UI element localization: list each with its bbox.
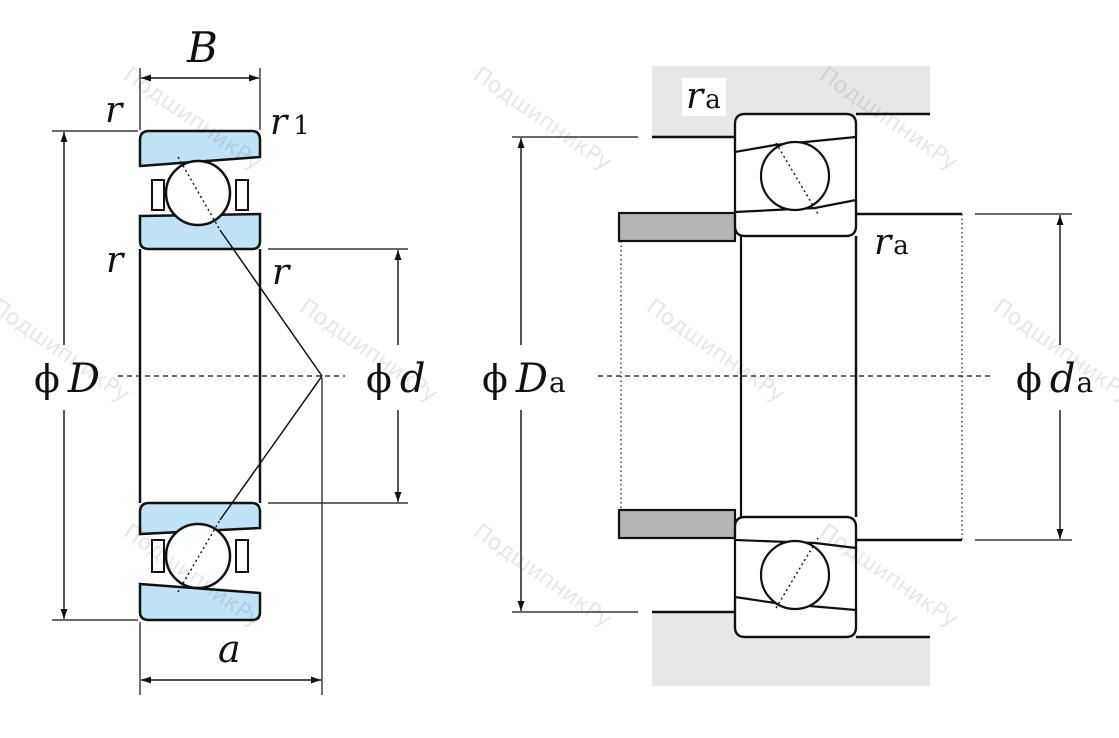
bottom-bearing-section — [138, 501, 262, 622]
watermark-text: ПодшипникРу — [642, 294, 789, 408]
cage-right-top — [235, 179, 249, 211]
mounted-bearing-top — [733, 112, 858, 238]
ball-top-right — [759, 140, 831, 212]
shaft-spacer-bottom — [617, 508, 737, 540]
label-r-right: r — [272, 252, 291, 293]
watermark-text: ПодшипникРу — [469, 62, 616, 176]
shaft-spacer-top — [617, 211, 737, 243]
label-r-top: r — [105, 90, 124, 131]
outer-ring-bottom — [138, 582, 262, 622]
contact-line-top — [177, 156, 221, 231]
label-B: B — [186, 23, 218, 72]
cage-left-bottom — [151, 539, 165, 573]
inner-ring-bottom — [138, 501, 262, 536]
ball-bottom-right — [759, 539, 831, 611]
label-r-left: r — [106, 240, 125, 281]
mounted-bearing-bottom — [733, 515, 858, 639]
top-bearing-section — [138, 129, 262, 251]
inner-ring-top — [138, 212, 262, 251]
label-ra-right: ra — [874, 222, 909, 263]
watermark-text: ПодшипникРу — [469, 519, 616, 633]
label-a: a — [218, 627, 241, 671]
label-ra-top: ra — [686, 76, 721, 117]
pressure-line-bottom — [219, 375, 323, 521]
contact-line-top-right — [775, 142, 819, 215]
contact-line-bottom-right — [775, 537, 819, 609]
cage-right-bottom — [235, 539, 249, 573]
pressure-line-top — [219, 229, 323, 377]
outer-ring-top — [138, 129, 262, 168]
ra-label-bg — [682, 78, 726, 116]
bearing-outline-top — [733, 112, 858, 238]
cage-left-top — [151, 179, 165, 211]
contact-line-bottom — [177, 519, 221, 593]
housing-bottom — [652, 612, 930, 686]
bearing-outline-bottom — [733, 515, 858, 639]
ball-bottom — [164, 522, 232, 590]
